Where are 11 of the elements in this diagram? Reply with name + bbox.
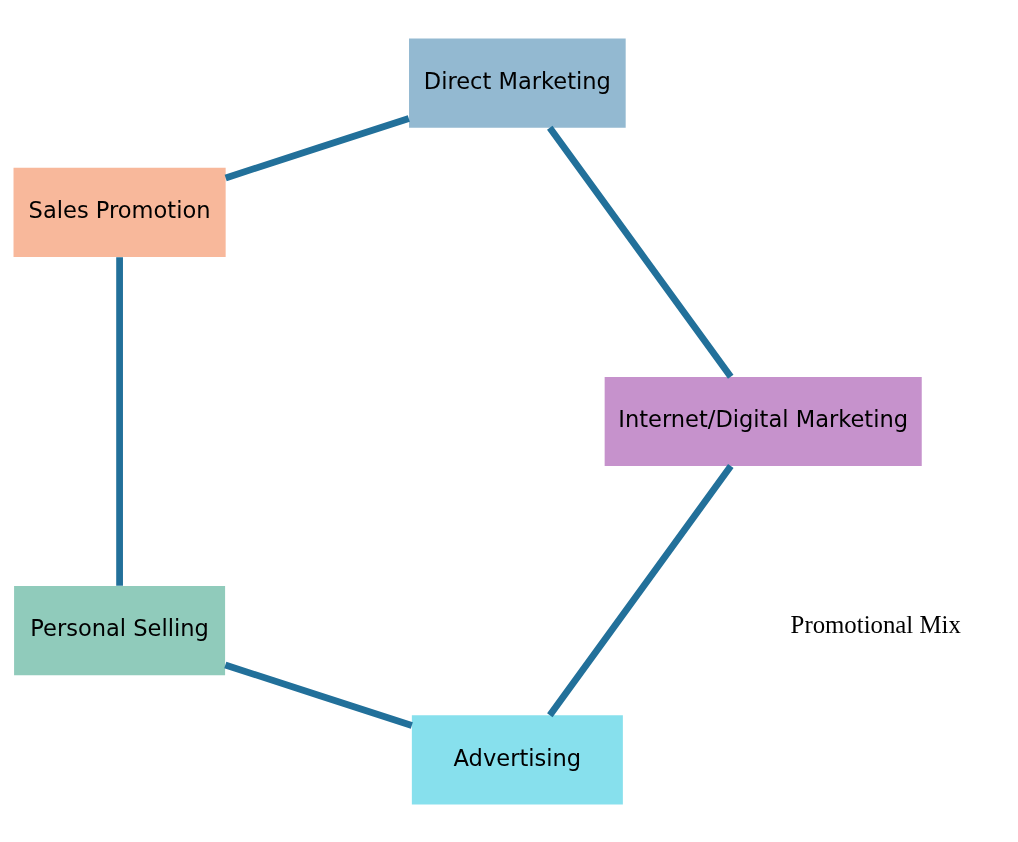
connector <box>546 125 733 379</box>
node-box: Personal Selling <box>13 585 225 675</box>
connector <box>224 114 410 181</box>
node-box: Internet/Digital Marketing <box>604 376 922 466</box>
connector <box>546 463 734 717</box>
node-box: Advertising <box>411 714 623 804</box>
connector <box>223 661 413 729</box>
node-box: Sales Promotion <box>13 167 226 257</box>
label: Promotional Mix <box>790 610 961 638</box>
node-box: Direct Marketing <box>408 38 626 128</box>
connector <box>115 256 123 586</box>
